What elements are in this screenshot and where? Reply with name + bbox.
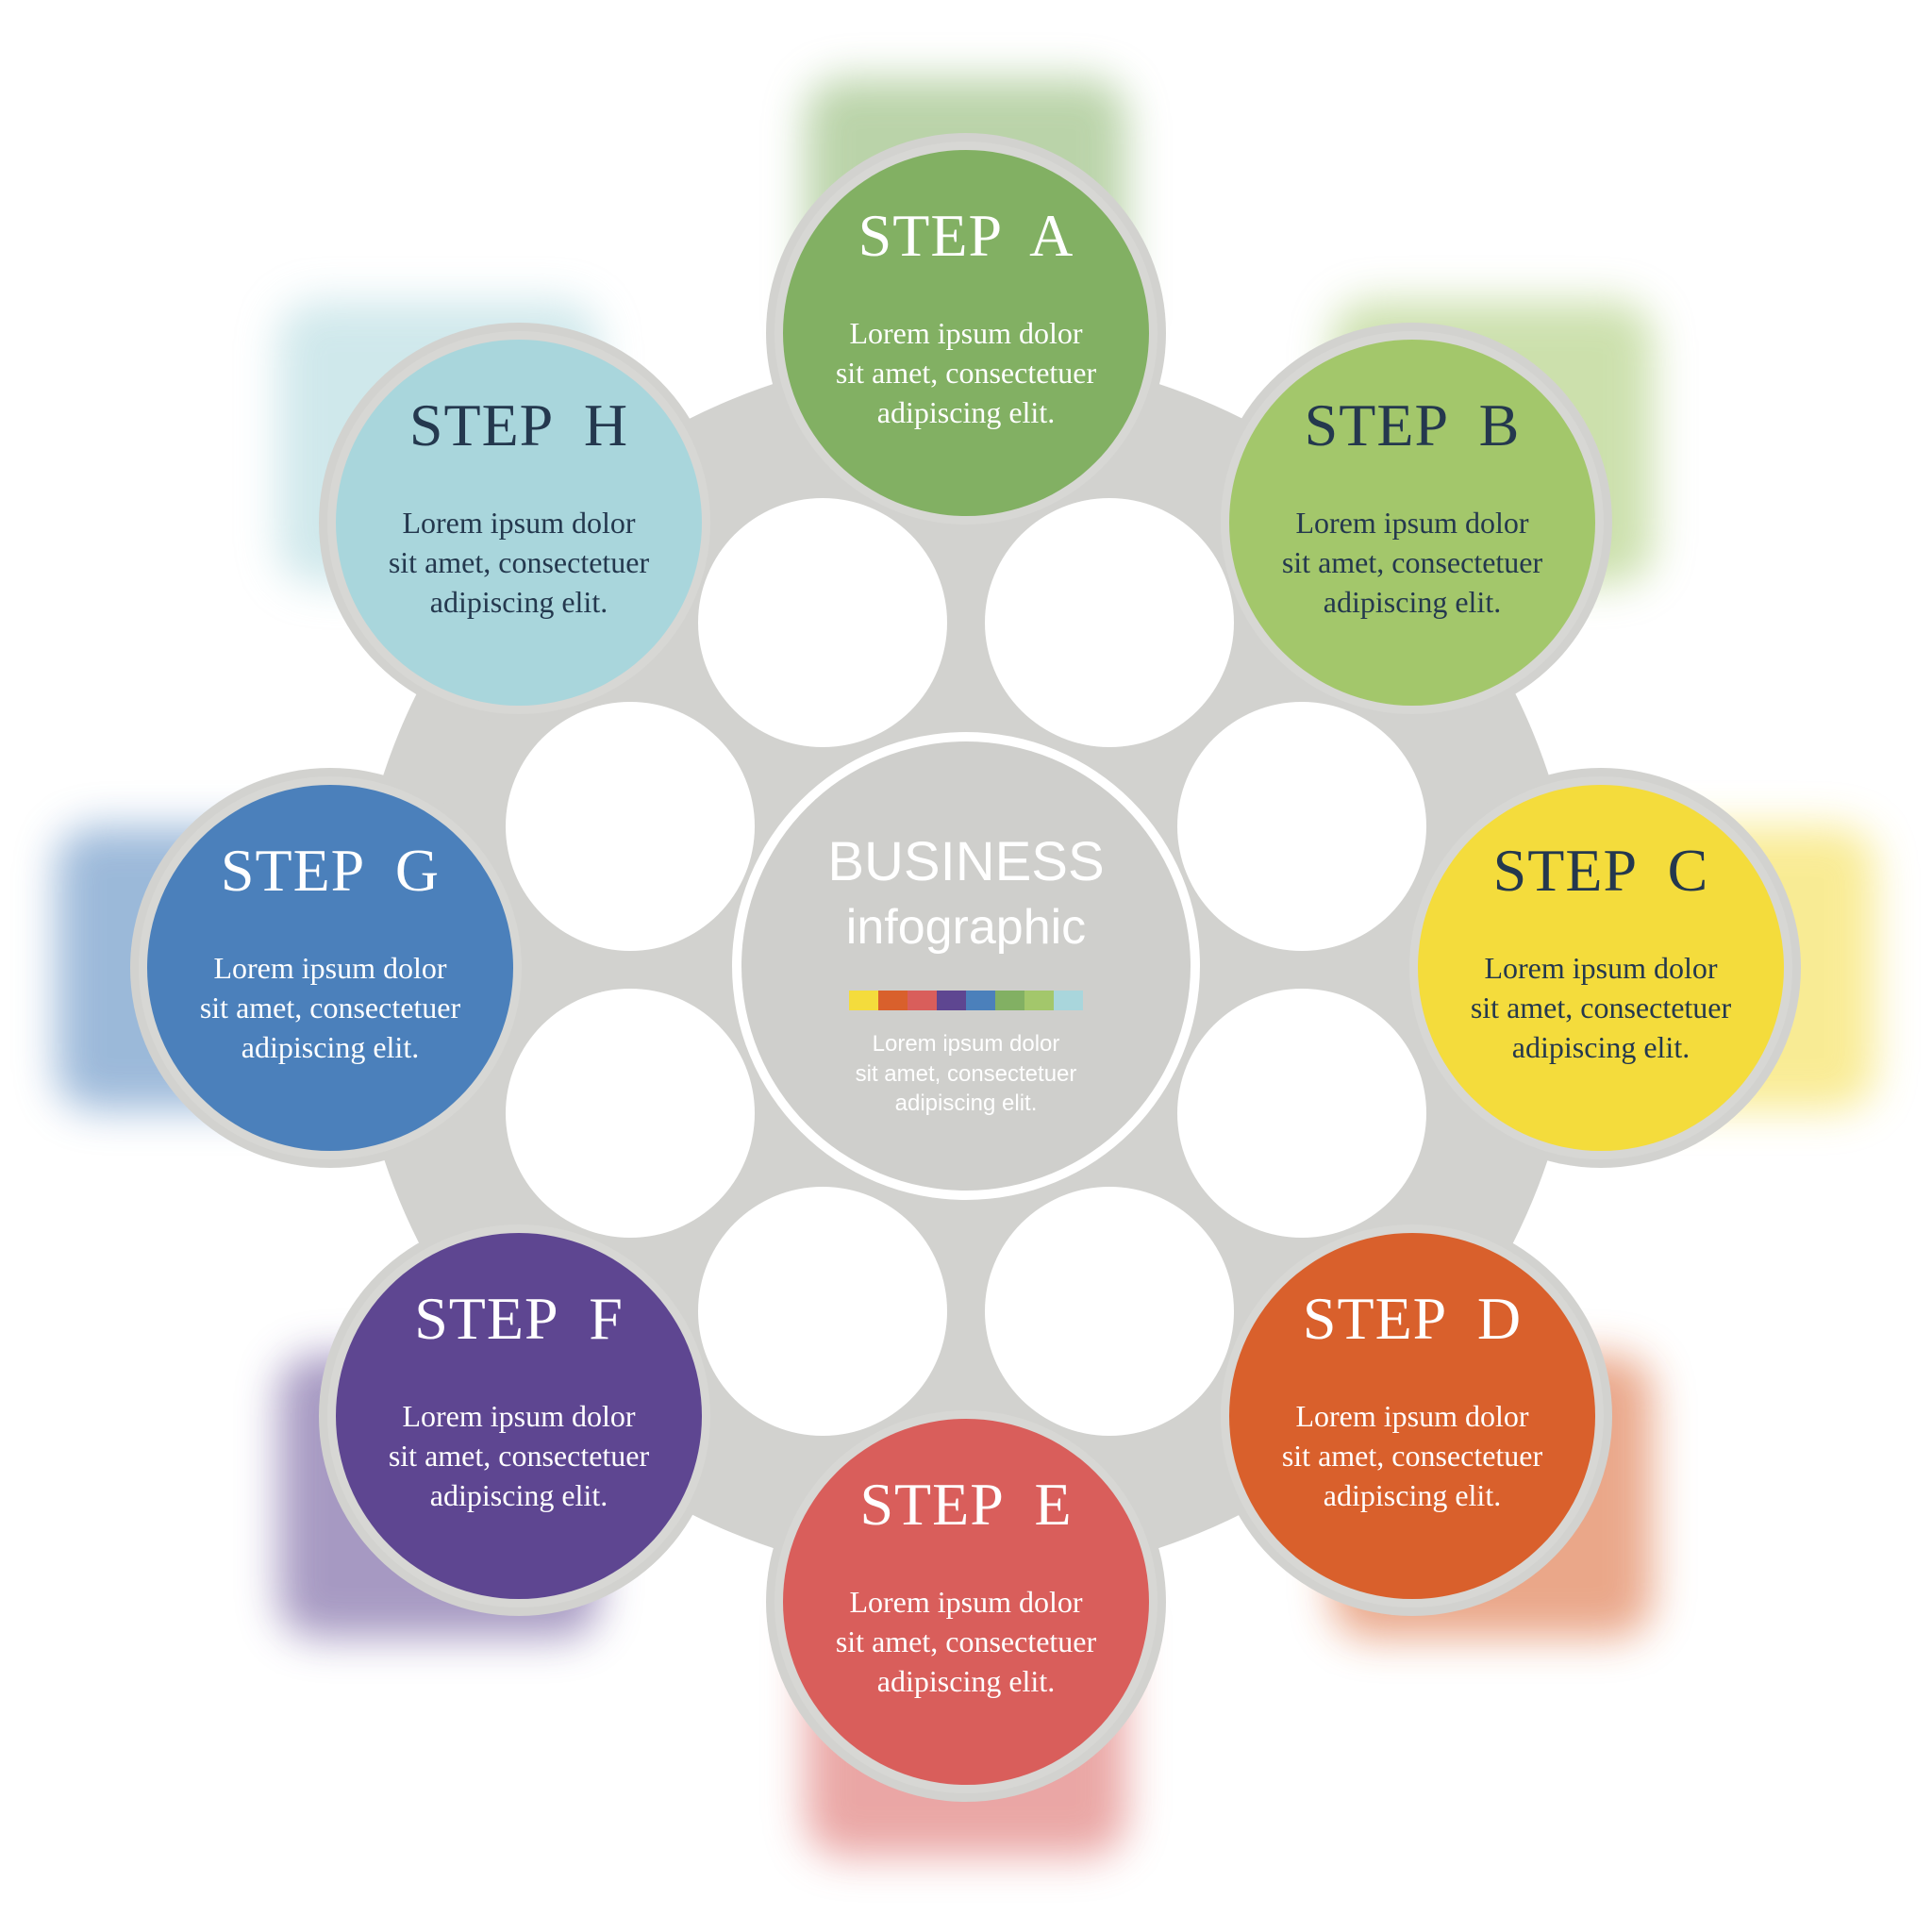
step-d-title: STEP D <box>1303 1285 1522 1352</box>
step-c-text-line: Lorem ipsum dolor <box>1484 951 1717 985</box>
step-b-text-line: Lorem ipsum dolor <box>1295 506 1528 540</box>
step-a-circle <box>783 150 1149 516</box>
step-f-text-line: sit amet, consectetuer <box>389 1439 650 1473</box>
step-g-circle <box>147 785 513 1151</box>
step-b: STEP B Lorem ipsum dolor sit amet, consect… <box>1221 331 1604 714</box>
center-text-line-3: adipiscing elit. <box>895 1091 1038 1116</box>
step-h: STEP H Lorem ipsum dolor sit amet, consect… <box>327 331 710 714</box>
step-e-text-line: adipiscing elit. <box>877 1664 1055 1698</box>
step-d-circle <box>1229 1233 1595 1599</box>
white-lobe <box>985 498 1234 747</box>
palette-swatch <box>1024 991 1054 1010</box>
center-disc <box>741 741 1191 1191</box>
center-title: BUSINESS <box>827 831 1104 892</box>
step-d: STEP D Lorem ipsum dolor sit amet, consect… <box>1221 1224 1604 1607</box>
step-f-title: STEP F <box>414 1285 624 1352</box>
palette-swatch <box>995 991 1024 1010</box>
step-f-circle <box>336 1233 702 1599</box>
palette-swatch <box>908 991 937 1010</box>
step-d-text-line: sit amet, consectetuer <box>1282 1439 1543 1473</box>
step-g-text-line: adipiscing elit. <box>242 1030 419 1064</box>
center-subtitle: infographic <box>846 900 1086 955</box>
step-h-title: STEP H <box>409 391 628 458</box>
step-g: STEP G Lorem ipsum dolor sit amet, consect… <box>139 776 522 1159</box>
step-f-text-line: adipiscing elit. <box>430 1478 608 1512</box>
white-lobe <box>698 1187 947 1436</box>
step-g-text-line: sit amet, consectetuer <box>200 991 461 1024</box>
step-g-text-line: Lorem ipsum dolor <box>213 951 446 985</box>
step-f: STEP F Lorem ipsum dolor sit amet, consect… <box>327 1224 710 1607</box>
step-d-text-line: Lorem ipsum dolor <box>1295 1399 1528 1433</box>
palette-swatch <box>966 991 995 1010</box>
step-a: STEP A Lorem ipsum dolor sit amet, consect… <box>774 142 1158 525</box>
palette-swatch <box>1054 991 1083 1010</box>
white-lobe <box>506 702 755 951</box>
white-lobe <box>506 989 755 1238</box>
step-circles: STEP A Lorem ipsum dolor sit amet, consect… <box>139 142 1792 1793</box>
step-c: STEP C Lorem ipsum dolor sit amet, consect… <box>1409 776 1792 1159</box>
step-h-text-line: sit amet, consectetuer <box>389 545 650 579</box>
step-b-circle <box>1229 340 1595 706</box>
center-hub: BUSINESS infographic Lorem ipsum dolor s… <box>732 732 1200 1200</box>
step-f-text-line: Lorem ipsum dolor <box>402 1399 635 1433</box>
step-h-text-line: adipiscing elit. <box>430 585 608 619</box>
white-lobes <box>506 498 1426 1436</box>
step-e-text-line: sit amet, consectetuer <box>836 1624 1097 1658</box>
step-h-text-line: Lorem ipsum dolor <box>402 506 635 540</box>
center-text-line-1: Lorem ipsum dolor <box>873 1031 1060 1057</box>
palette-swatch <box>937 991 966 1010</box>
step-c-title: STEP C <box>1493 837 1709 904</box>
step-h-circle <box>336 340 702 706</box>
palette-swatch <box>878 991 908 1010</box>
white-lobe <box>1177 989 1426 1238</box>
step-c-text-line: adipiscing elit. <box>1512 1030 1690 1064</box>
white-lobe <box>698 498 947 747</box>
step-e-text-line: Lorem ipsum dolor <box>849 1585 1082 1619</box>
palette-swatch <box>849 991 878 1010</box>
step-e-circle <box>783 1419 1149 1785</box>
step-a-text-line: sit amet, consectetuer <box>836 356 1097 390</box>
step-e: STEP E Lorem ipsum dolor sit amet, consect… <box>774 1410 1158 1793</box>
step-a-text-line: adipiscing elit. <box>877 395 1055 429</box>
center-text-line-2: sit amet, consectetuer <box>856 1061 1077 1087</box>
step-d-text-line: adipiscing elit. <box>1324 1478 1501 1512</box>
step-a-title: STEP A <box>858 202 1074 269</box>
white-lobe <box>985 1187 1234 1436</box>
step-g-title: STEP G <box>221 837 440 904</box>
step-b-text-line: sit amet, consectetuer <box>1282 545 1543 579</box>
color-palette-bar <box>849 991 1083 1010</box>
step-b-title: STEP B <box>1305 391 1521 458</box>
step-a-text-line: Lorem ipsum dolor <box>849 316 1082 350</box>
step-e-title: STEP E <box>859 1471 1072 1538</box>
step-c-text-line: sit amet, consectetuer <box>1471 991 1732 1024</box>
step-b-text-line: adipiscing elit. <box>1324 585 1501 619</box>
step-c-circle <box>1418 785 1784 1151</box>
white-lobe <box>1177 702 1426 951</box>
